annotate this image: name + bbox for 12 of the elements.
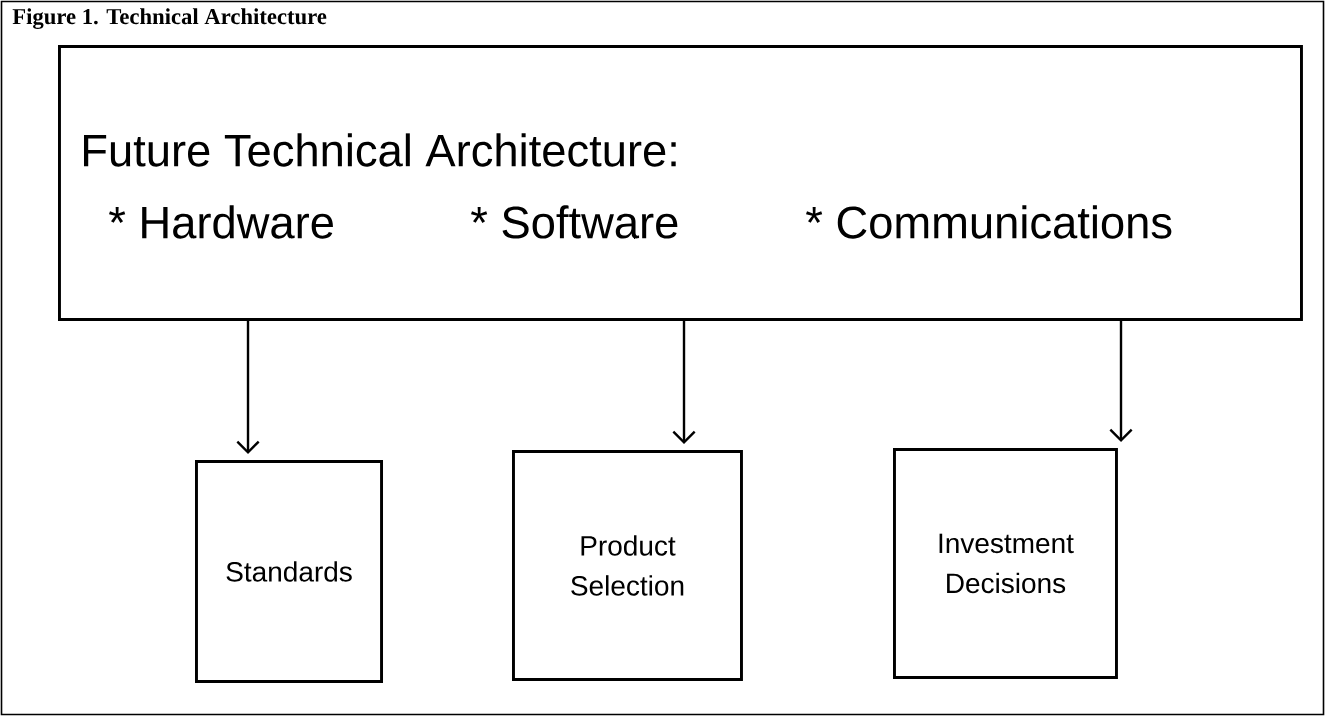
architecture-box — [58, 45, 1303, 321]
process-box: Standards — [195, 460, 383, 683]
arrow — [236, 321, 260, 454]
process-box: Product Selection — [512, 450, 743, 681]
bullet-text: * Communications — [806, 205, 1172, 239]
process-box: Investment Decisions — [893, 448, 1118, 679]
bullet-text: * Hardware — [109, 205, 333, 239]
bullet-text: * Software — [471, 205, 678, 239]
heading-text: Future Technical Architecture: — [84, 133, 676, 167]
arrow — [672, 321, 696, 444]
figure-title: Figure 1. Technical Architecture — [12, 8, 327, 29]
arrow — [1109, 321, 1133, 442]
